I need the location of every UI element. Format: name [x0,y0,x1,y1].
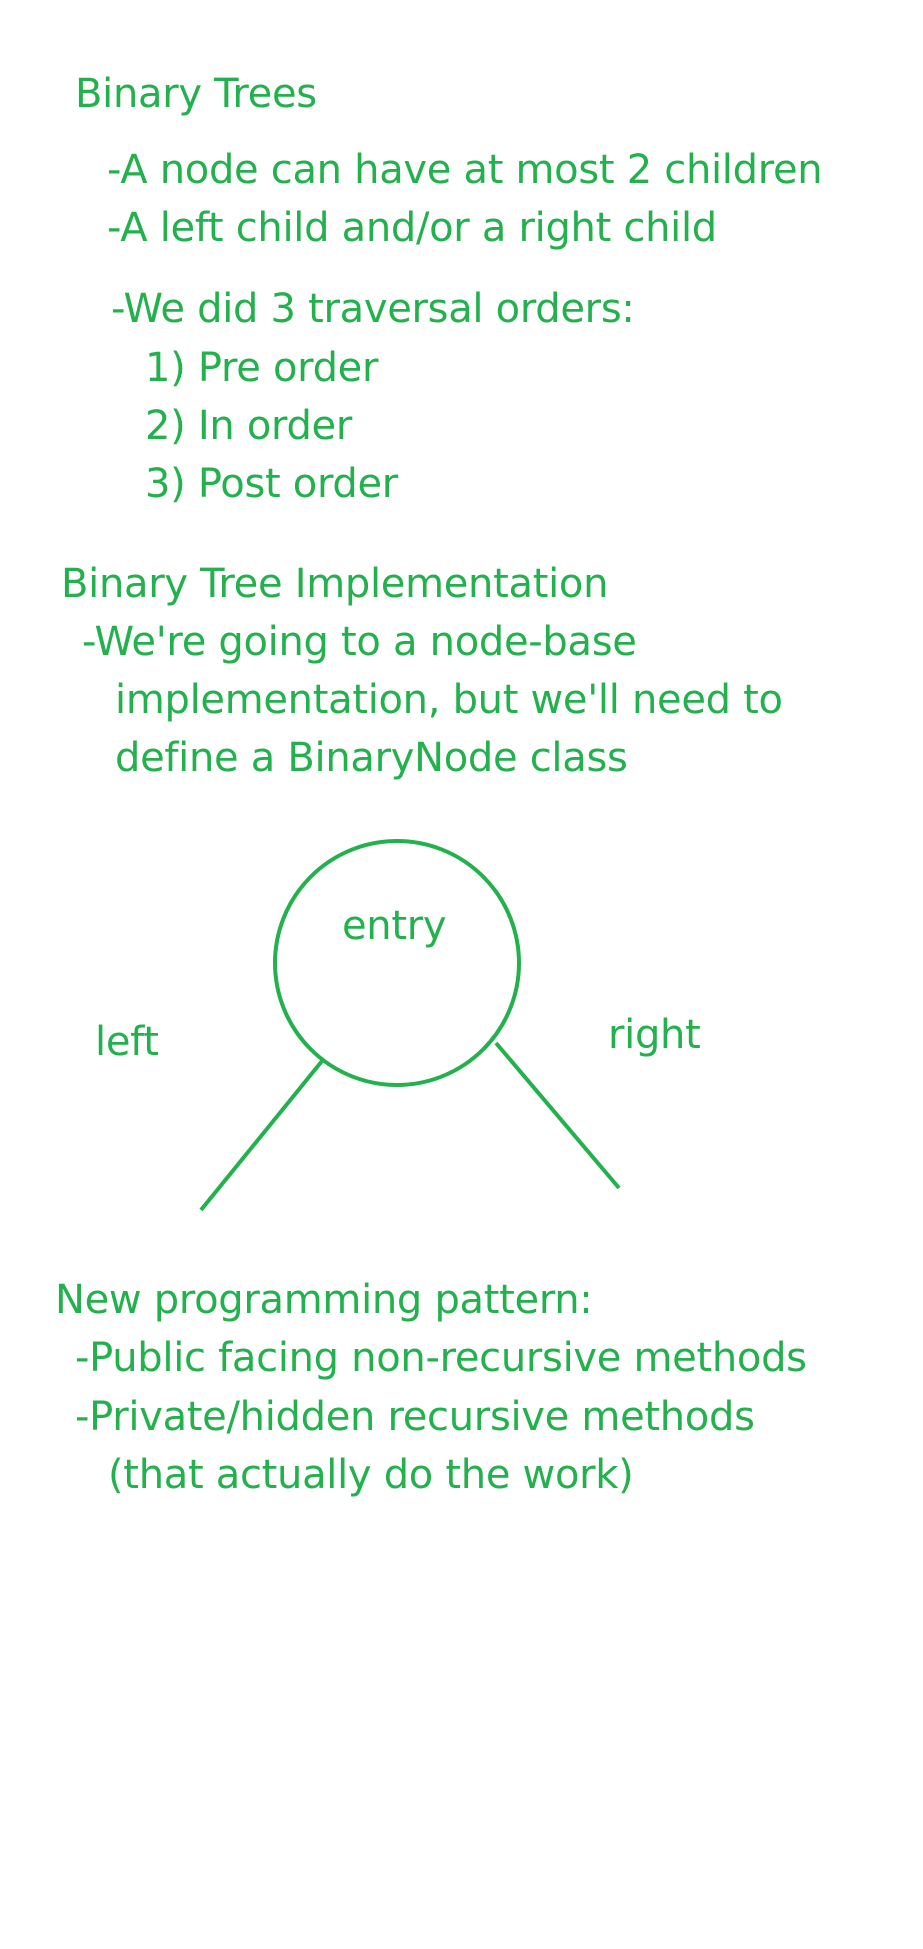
traversal-intro: -We did 3 traversal orders: [111,286,635,332]
left-child-label: left [95,1019,159,1065]
traversal-item-3: 3) Post order [145,461,398,507]
implementation-line-1: -We're going to a node-base [82,619,637,665]
implementation-line-2: implementation, but we'll need to [115,677,783,723]
binary-trees-point-2: -A left child and/or a right child [107,205,717,251]
traversal-item-2: 2) In order [145,403,352,449]
pattern-line-3: (that actually do the work) [108,1452,634,1498]
node-entry-label: entry [342,903,447,949]
pattern-title: New programming pattern: [55,1277,593,1323]
node-circle [273,839,521,1087]
binary-trees-title: Binary Trees [75,71,317,117]
traversal-item-1: 1) Pre order [145,345,379,391]
implementation-title: Binary Tree Implementation [61,561,609,607]
right-edge [494,1041,621,1190]
pattern-line-1: -Public facing non-recursive methods [75,1335,807,1381]
binary-trees-point-1: -A node can have at most 2 children [107,147,823,193]
left-edge [199,1059,324,1212]
implementation-line-3: define a BinaryNode class [115,735,628,781]
right-child-label: right [608,1012,701,1058]
pattern-line-2: -Private/hidden recursive methods [75,1394,755,1440]
